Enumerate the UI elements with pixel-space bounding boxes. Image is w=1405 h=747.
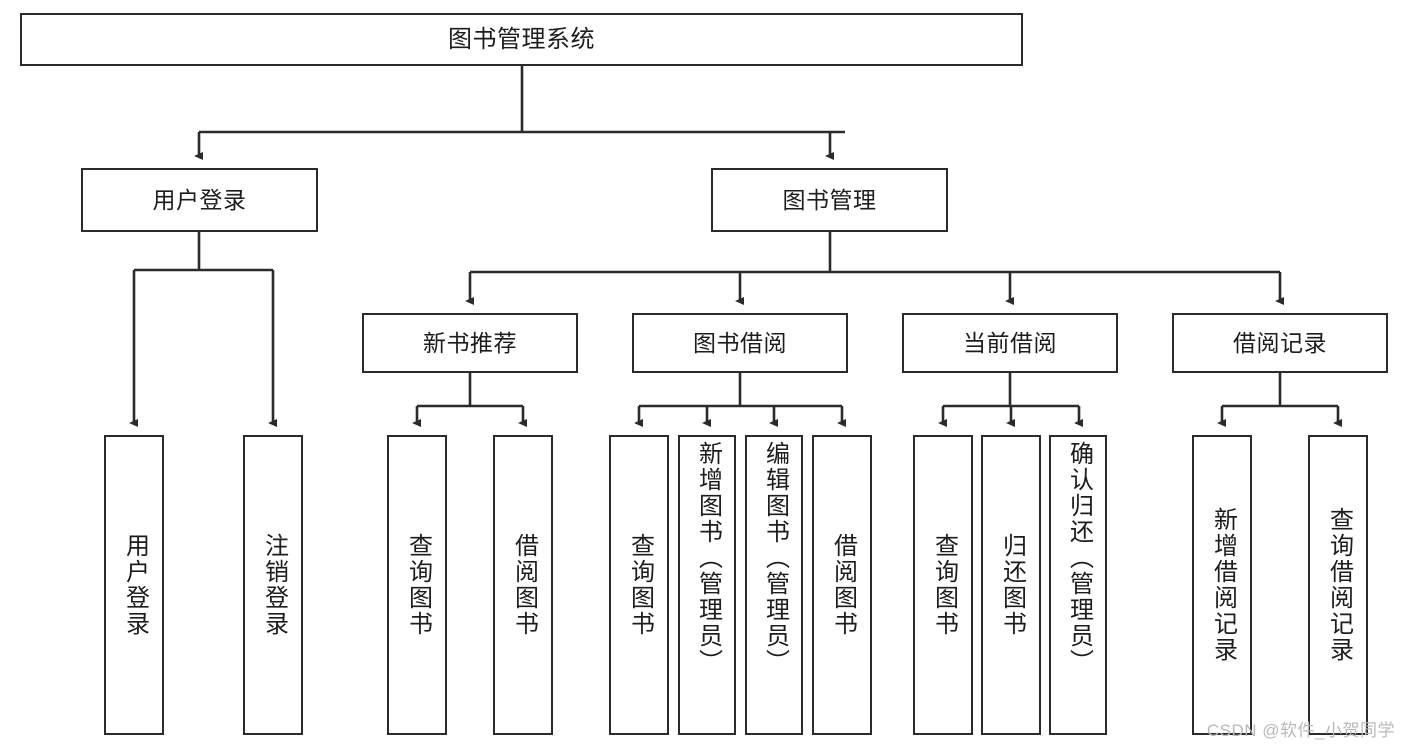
node-root-book-management-system[interactable]: 图书管理系统	[20, 13, 1023, 66]
node-leaf-borrow-book-borrow-label: 借阅图书	[829, 533, 857, 637]
node-leaf-user-login-label: 用户登录	[121, 533, 149, 637]
node-leaf-return-book[interactable]: 归还图书	[981, 435, 1041, 735]
node-leaf-query-book-current[interactable]: 查询图书	[913, 435, 973, 735]
node-current-borrow-label: 当前借阅	[963, 329, 1057, 356]
node-leaf-query-book-current-label: 查询图书	[930, 533, 958, 637]
node-leaf-query-borrow-record[interactable]: 查询借阅记录	[1308, 435, 1368, 735]
node-borrow-record[interactable]: 借阅记录	[1172, 313, 1388, 373]
node-leaf-query-borrow-record-label: 查询借阅记录	[1325, 507, 1353, 663]
node-root-label: 图书管理系统	[448, 25, 595, 53]
node-leaf-logout-login-label: 注销登录	[260, 533, 288, 637]
node-leaf-borrow-book-recommend-label: 借阅图书	[510, 533, 538, 637]
node-leaf-query-book-recommend-label: 查询图书	[404, 533, 432, 637]
node-borrow-record-label: 借阅记录	[1233, 329, 1327, 356]
node-leaf-edit-book-admin-label: 编辑图书（管理员）	[761, 441, 789, 675]
node-leaf-edit-book-admin[interactable]: 编辑图书（管理员）	[745, 435, 803, 735]
node-leaf-add-book-admin[interactable]: 新增图书（管理员）	[678, 435, 736, 735]
node-user-login[interactable]: 用户登录	[81, 168, 318, 232]
node-book-management[interactable]: 图书管理	[711, 168, 948, 232]
node-leaf-query-book-recommend[interactable]: 查询图书	[387, 435, 447, 735]
node-leaf-add-book-admin-label: 新增图书（管理员）	[694, 441, 722, 675]
node-leaf-add-borrow-record-label: 新增借阅记录	[1209, 507, 1237, 663]
node-user-login-label: 用户登录	[152, 186, 247, 213]
node-leaf-user-login[interactable]: 用户登录	[104, 435, 164, 735]
node-leaf-logout-login[interactable]: 注销登录	[243, 435, 303, 735]
node-leaf-borrow-book-recommend[interactable]: 借阅图书	[493, 435, 553, 735]
node-book-management-label: 图书管理	[782, 186, 877, 213]
node-book-borrow-label: 图书借阅	[693, 329, 787, 356]
node-book-borrow[interactable]: 图书借阅	[632, 313, 848, 373]
node-leaf-return-book-label: 归还图书	[998, 533, 1026, 637]
node-leaf-borrow-book-borrow[interactable]: 借阅图书	[812, 435, 872, 735]
node-new-book-recommend-label: 新书推荐	[423, 329, 517, 356]
node-leaf-query-book-borrow[interactable]: 查询图书	[609, 435, 669, 735]
node-leaf-confirm-return-admin-label: 确认归还（管理员）	[1065, 441, 1093, 675]
node-current-borrow[interactable]: 当前借阅	[902, 313, 1118, 373]
node-leaf-query-book-borrow-label: 查询图书	[626, 533, 654, 637]
csdn-watermark: CSDN @软件_小贺同学	[1206, 721, 1395, 740]
node-new-book-recommend[interactable]: 新书推荐	[362, 313, 578, 373]
node-leaf-confirm-return-admin[interactable]: 确认归还（管理员）	[1049, 435, 1107, 735]
node-leaf-add-borrow-record[interactable]: 新增借阅记录	[1192, 435, 1252, 735]
